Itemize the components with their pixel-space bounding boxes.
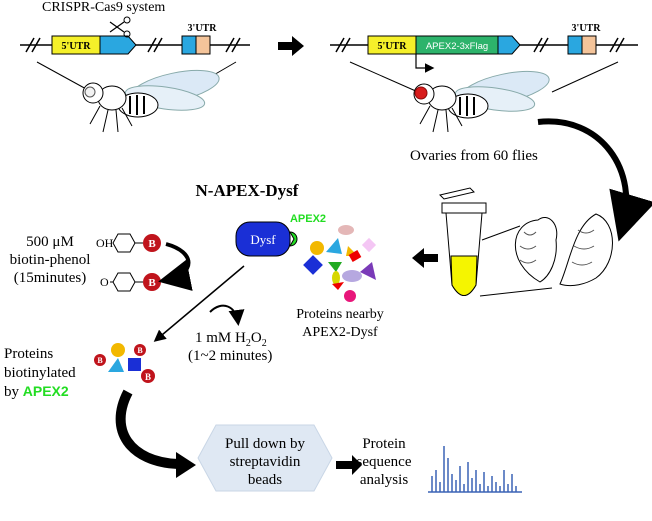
arrow-icon [412,248,438,268]
pulldown-line2: streptavidin [230,454,301,470]
pulldown-line1: Pull down by [225,436,306,452]
apex-insert-label: APEX2-3xFlag [426,41,488,52]
tube-icon [439,187,487,296]
gene-locus-left: 5'UTR 3'UTR [20,16,250,55]
spectrum-icon [428,446,522,493]
biotin-phenol-molecule: OH B [96,233,161,253]
fly-icon [413,70,550,133]
biotin-b-label: B [148,277,156,289]
oh-label: OH [96,236,114,250]
biotin-conc: 500 μM [26,234,74,250]
gene-locus-right: 5'UTR APEX2-3xFlag 3'UTR [330,23,638,73]
proteins-nearby-line1: Proteins nearby [296,307,383,322]
pulldown-box: Pull down by streptavidin beads [197,424,333,492]
biotin-b-label: B [97,356,103,365]
utr3-right-label: 3'UTR [572,23,602,34]
h2o2-label: 1 mM H2O2 [195,330,267,349]
biotin-time: (15minutes) [14,270,87,286]
dysf-apex-complex: Dysf APEX2 [235,213,326,257]
dysf-label: Dysf [250,232,276,247]
scissors-icon [109,16,131,38]
arrow-icon [278,36,304,56]
h2o2-time: (1~2 minutes) [188,348,272,364]
arrow-icon [537,118,652,242]
biotin-b-label: B [137,346,143,355]
arrow-icon [115,389,179,469]
sequence-line3: analysis [360,472,408,488]
biotin-name: biotin-phenol [10,252,91,268]
utr5-left-label: 5'UTR [62,41,92,52]
fly-icon [82,69,220,133]
proteins-nearby-line2: APEX2-Dysf [302,325,378,340]
biotinylated-protein-cluster: B B B [94,343,155,383]
o-minus-label: O [100,275,109,289]
utr5-right-label: 5'UTR [378,41,408,52]
construct-title: N-APEX-Dysf [196,181,299,200]
protein-cluster [303,225,377,302]
arrow-icon [336,455,362,475]
arrow-icon [158,242,193,291]
sequence-line2: sequence [357,454,412,470]
ovaries-label: Ovaries from 60 flies [410,148,538,164]
utr3-left-label: 3'UTR [188,23,218,34]
biotinylated-line3: by APEX2 [4,383,69,400]
biotin-b-label: B [145,372,151,382]
sequence-line1: Protein [362,436,406,452]
crispr-title: CRISPR-Cas9 system [42,0,165,15]
biotinylated-line2: biotinylated [4,365,76,381]
pulldown-line3: beads [248,472,282,488]
arrow-icon [209,304,245,326]
biotinylated-line1: Proteins [4,346,53,362]
apex2-tag: APEX2 [290,213,326,225]
biotin-b-label: B [148,238,156,250]
ovary-icon [514,213,613,287]
phenoxyl-radical-molecule: O B [100,272,161,292]
